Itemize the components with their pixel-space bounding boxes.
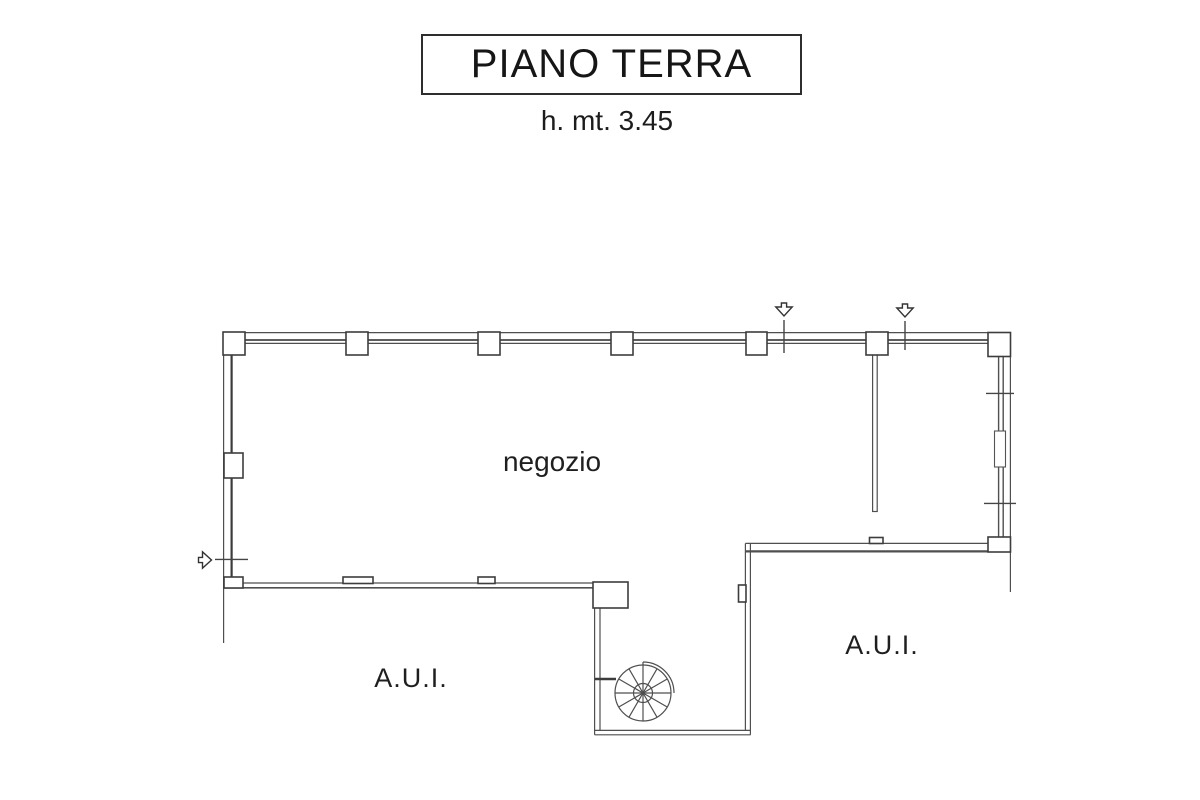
pillar bbox=[222, 331, 246, 356]
pillar bbox=[865, 331, 889, 356]
pillar bbox=[745, 331, 768, 356]
wall-notch bbox=[737, 584, 747, 603]
pillar bbox=[223, 452, 244, 479]
wall-stub bbox=[342, 576, 374, 585]
room-label-aui-right: A.U.I. bbox=[845, 630, 919, 660]
entrance-arrow-down-icon bbox=[774, 302, 794, 318]
title-box: PIANO TERRA bbox=[421, 34, 802, 95]
ceiling-height-note: h. mt. 3.45 bbox=[540, 105, 674, 136]
pillars bbox=[222, 331, 1012, 609]
wall-block bbox=[987, 536, 1012, 553]
pillar bbox=[477, 331, 501, 356]
page-title: PIANO TERRA bbox=[470, 42, 753, 86]
pillar bbox=[223, 576, 244, 589]
entrance-arrow-down-icon bbox=[895, 303, 915, 319]
pillar bbox=[987, 331, 1012, 358]
room-label-aui-left: A.U.I. bbox=[374, 663, 448, 693]
door-leaf bbox=[993, 430, 1007, 468]
entrance-arrow-right-icon bbox=[197, 550, 213, 570]
wall-stub bbox=[868, 536, 884, 545]
pillar bbox=[610, 331, 634, 356]
room-label-negozio: negozio bbox=[503, 446, 601, 477]
wall-stub bbox=[477, 576, 496, 585]
pillar bbox=[345, 331, 369, 356]
spiral-staircase-icon bbox=[614, 661, 675, 722]
wall-ticks bbox=[215, 320, 1016, 561]
outer-walls bbox=[223, 332, 1012, 736]
wall-block bbox=[592, 581, 629, 609]
